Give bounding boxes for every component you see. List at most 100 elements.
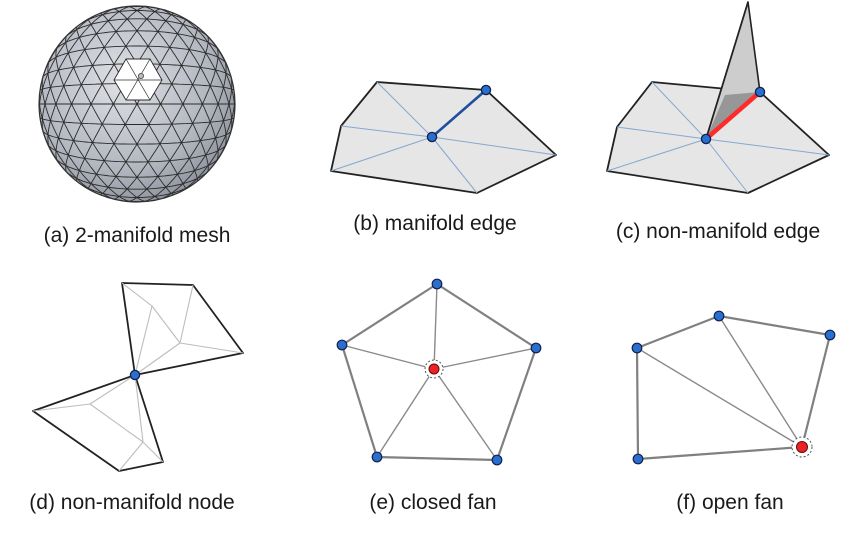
sphere-mesh-edge <box>104 45 126 48</box>
sphere-mesh-edge <box>159 123 173 144</box>
sphere-mesh-edge <box>136 143 149 163</box>
sphere-mesh-edge <box>137 176 158 178</box>
sphere-mesh-edge <box>171 103 184 125</box>
sphere-mesh-edge <box>73 49 86 68</box>
sphere-mesh-edge <box>55 150 58 160</box>
sphere-mesh-edge <box>50 87 57 105</box>
panel-f-node-top <box>713 310 725 322</box>
sphere-mesh-edge <box>205 42 209 54</box>
sphere-mesh-edge <box>196 29 209 43</box>
sphere-mesh-edge <box>96 173 109 188</box>
sphere-mesh-edge <box>101 64 115 85</box>
sphere-mesh-edge <box>192 123 201 141</box>
sphere-mesh-edge <box>136 30 149 47</box>
sphere-mesh-edge <box>124 124 138 145</box>
sphere-mesh-edge <box>196 165 209 179</box>
sphere-mesh-edge <box>181 65 193 85</box>
sphere-mesh-edge <box>108 18 128 22</box>
sphere-mesh-edge <box>41 103 46 119</box>
sphere-mesh-edge <box>200 137 216 142</box>
sphere-mesh-edge <box>188 158 196 171</box>
sphere-window-edges <box>114 58 162 101</box>
sphere-mesh-edge <box>63 121 74 141</box>
panel-c-nonmanifold-edge <box>606 1 830 194</box>
sphere-mesh-edge <box>209 69 216 87</box>
sphere-mesh-edge <box>165 186 172 194</box>
sphere-mesh-edge <box>136 124 150 145</box>
sphere-mesh-edge <box>159 64 173 85</box>
sphere-mesh-edge <box>169 47 182 66</box>
sphere-mesh-edge <box>50 85 64 88</box>
panel-d-lower-interior <box>32 374 164 472</box>
sphere-mesh-edge <box>84 158 97 175</box>
sphere-mesh-edge <box>47 57 57 74</box>
sphere-mesh-edge <box>169 157 190 162</box>
sphere-mesh-edge <box>207 42 219 58</box>
sphere-mesh-edge <box>165 183 184 188</box>
sphere-mesh-edge <box>102 11 120 16</box>
sphere-mesh-edge <box>209 85 219 105</box>
sphere-mesh-edge <box>148 160 170 163</box>
sphere-mesh-edge <box>107 176 117 188</box>
sphere-mesh-edge <box>79 170 92 184</box>
sphere-mesh-edge <box>136 6 146 11</box>
sphere-mesh-edge <box>90 20 109 25</box>
panel-c-node-end <box>754 86 766 98</box>
sphere-mesh-edge <box>101 83 114 105</box>
sphere-mesh-edge <box>157 173 178 177</box>
sphere-mesh-edge <box>58 52 69 71</box>
sphere-mesh-edge <box>223 103 230 121</box>
sphere-mesh-edge <box>201 85 211 105</box>
caption-a: (a) 2-manifold mesh <box>43 224 231 247</box>
sphere-mesh-edge <box>96 160 105 175</box>
sphere-mesh-edge <box>231 103 235 120</box>
sphere-mesh-edge <box>42 86 51 90</box>
sphere-mesh-edge <box>147 45 161 65</box>
sphere-mesh-edge <box>225 73 233 90</box>
sphere-mesh-edge <box>207 150 219 166</box>
sphere-mesh-edge <box>81 122 103 125</box>
panel-d-nonmanifold-node <box>32 282 244 472</box>
sphere-mesh-edge <box>84 157 105 162</box>
sphere-mesh-edge <box>185 19 198 30</box>
sphere-mesh-edge <box>165 20 178 35</box>
sphere-mesh-edge <box>200 121 211 141</box>
sphere-mesh-edge <box>147 161 159 177</box>
panel-e-spokes <box>341 283 537 461</box>
sphere-mesh-edge <box>90 14 103 25</box>
sphere-mesh-edge <box>223 87 230 105</box>
sphere-mesh-edge <box>73 123 82 141</box>
sphere-mesh-edge <box>118 188 128 197</box>
sphere-mesh-edge <box>102 14 109 22</box>
sphere-mesh-edge <box>200 66 216 71</box>
sphere-mesh-edge <box>107 186 120 197</box>
sphere-mesh-edge <box>215 134 227 139</box>
sphere-mesh-edge <box>194 154 207 171</box>
sphere-mesh-edge <box>92 142 115 145</box>
sphere-mesh-edge <box>126 10 138 20</box>
sphere-mesh-edge <box>169 160 178 175</box>
sphere-mesh-edge <box>81 123 93 143</box>
sphere-mesh-edge <box>215 69 224 88</box>
sphere-mesh-edge <box>96 31 117 35</box>
panel-e-boundary <box>340 282 538 462</box>
sphere-mesh-edge <box>144 6 156 12</box>
sphere-mesh-edge <box>47 134 59 139</box>
sphere-mesh-edge <box>148 45 170 48</box>
sphere-mesh-edge <box>207 41 218 49</box>
sphere-mesh-edge <box>65 36 80 43</box>
sphere-mesh-edge <box>92 142 105 161</box>
sphere-mesh-edge <box>181 49 190 66</box>
sphere-mesh-edge <box>55 42 67 58</box>
sphere-mesh-edge <box>199 140 207 156</box>
sphere-mesh-edge <box>171 83 193 86</box>
panel-f-node-right <box>824 329 836 341</box>
sphere-mesh-edge <box>107 20 117 32</box>
sphere-mesh-edge <box>157 20 167 32</box>
sphere-mesh-edge <box>217 103 224 121</box>
sphere-mesh-edge <box>87 19 92 25</box>
sphere-mesh-edge <box>79 33 97 38</box>
sphere-mesh-edge <box>215 120 224 139</box>
sphere-mesh-edge <box>209 121 216 139</box>
sphere-mesh-edge <box>41 73 49 90</box>
